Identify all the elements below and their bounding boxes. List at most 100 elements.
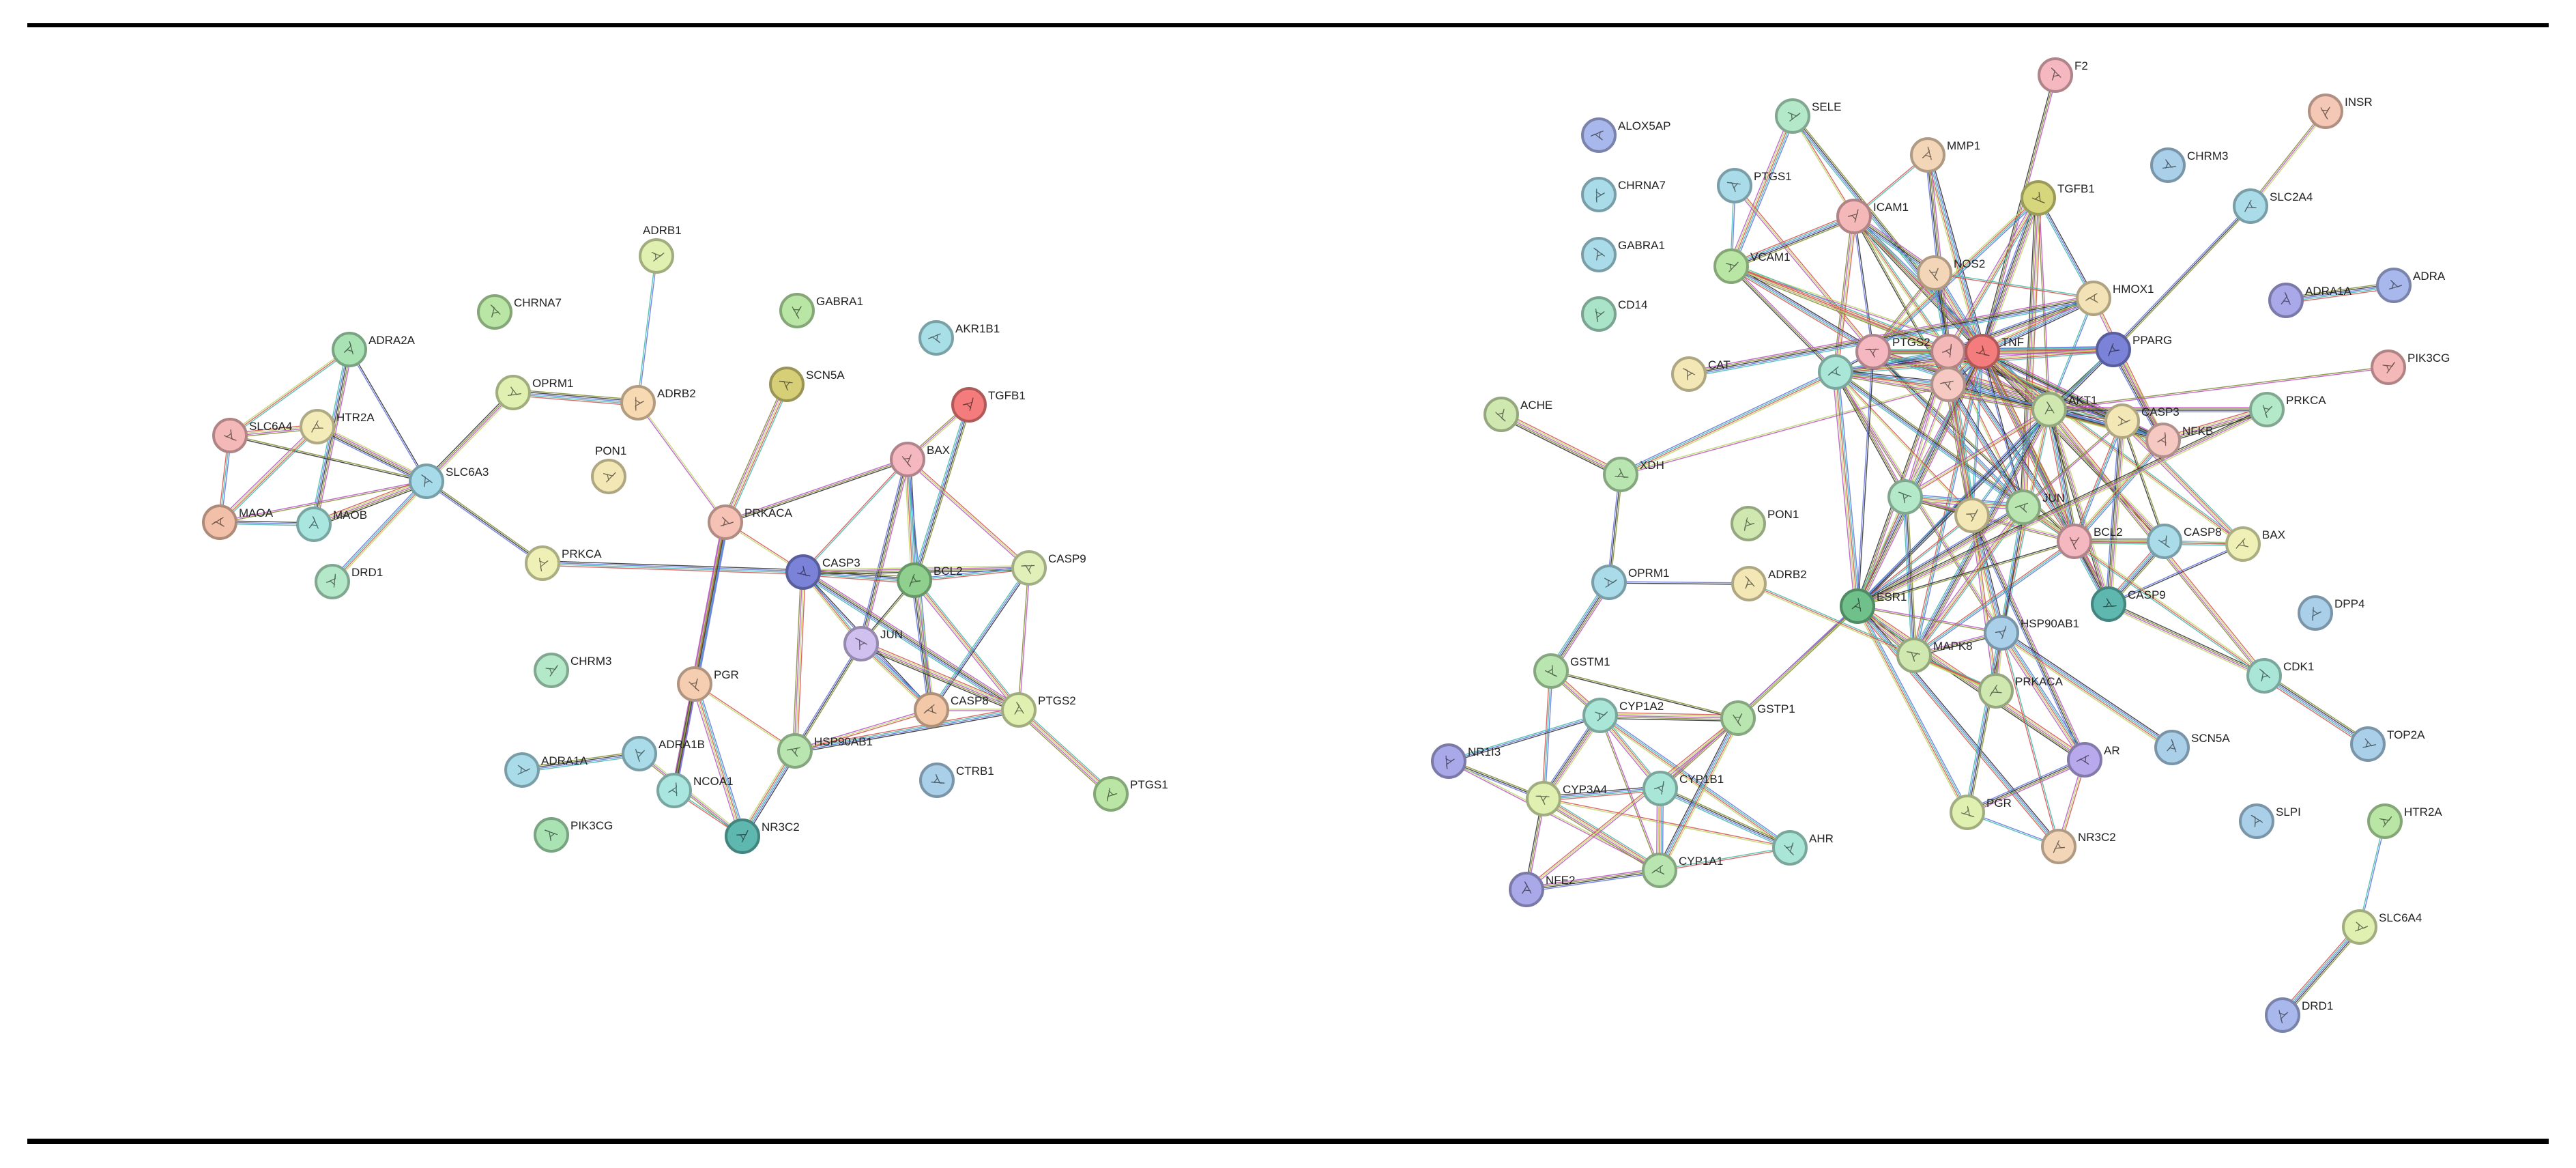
node-sele[interactable]: SELE	[1775, 98, 1841, 134]
node-scn5a[interactable]: SCN5A	[769, 367, 845, 402]
node-casp9[interactable]: CASP9	[1011, 550, 1086, 586]
node-nfe2l2[interactable]: NFE2	[1509, 872, 1575, 907]
node-adra1a[interactable]: ADRA1A	[2268, 283, 2352, 318]
node-maoa[interactable]: MAOA	[202, 504, 274, 540]
node-slc6a3[interactable]: SLC6A3	[409, 464, 489, 499]
node-pgr[interactable]: PGR	[677, 666, 739, 702]
node-gstp1[interactable]: GSTP1	[1720, 700, 1795, 736]
node-mmp1[interactable]: MMP1	[1910, 137, 1980, 173]
node-prkaca[interactable]: PRKACA	[708, 504, 793, 540]
node-drd1[interactable]: DRD1	[315, 564, 383, 599]
node-pparg[interactable]: PPARG	[2096, 332, 2172, 367]
node-bcl2[interactable]: BCL2	[2057, 524, 2123, 559]
node-alox5ap[interactable]: ALOX5AP	[1581, 117, 1671, 153]
node-prkca[interactable]: PRKCA	[2249, 392, 2326, 427]
node-ptgs1[interactable]: PTGS1	[1093, 776, 1168, 812]
node-akt1[interactable]: AKT1	[2031, 392, 2098, 427]
node-ptgs2[interactable]: PTGS2	[1855, 334, 1930, 369]
node-ahr[interactable]: AHR	[1772, 830, 1834, 866]
node-akr1b1[interactable]: AKR1B1	[918, 320, 1000, 356]
node-htr2a[interactable]: HTR2A	[2367, 803, 2442, 839]
node-ar[interactable]: AR	[2067, 742, 2120, 778]
node-cyp1a1[interactable]: CYP1A1	[1642, 853, 1723, 888]
node-jun[interactable]: JUN	[843, 626, 903, 661]
node-tnf[interactable]: TNF	[1965, 334, 2024, 369]
node-prkaca[interactable]: PRKACA	[1978, 673, 2064, 709]
node-oprm1[interactable]: OPRM1	[495, 375, 573, 410]
node-adra2a[interactable]: ADRA2A	[332, 332, 416, 367]
node-oprm1[interactable]: OPRM1	[1591, 565, 1669, 600]
node-nos2[interactable]: NOS2	[1917, 255, 1985, 291]
node-cyp1a2[interactable]: CYP1A2	[1582, 698, 1664, 733]
node-pgr[interactable]: PGR	[1950, 795, 2012, 830]
node-adrb2[interactable]: ADRB2	[1731, 566, 1807, 601]
node-bax[interactable]: BAX	[890, 442, 950, 477]
node-ptgs2[interactable]: PTGS2	[1001, 692, 1076, 728]
node-hmox1[interactable]: HMOX1	[2076, 281, 2154, 316]
node-chrna7[interactable]: CHRNA7	[477, 294, 562, 330]
node-nr1i3[interactable]: NR1I3	[1431, 743, 1501, 779]
node-dpp4[interactable]: DPP4	[2298, 595, 2364, 631]
node-slc6a4[interactable]: SLC6A4	[212, 418, 292, 453]
node-slc6a4[interactable]: SLC6A4	[2342, 909, 2422, 945]
node-vcam1[interactable]: VCAM1	[1713, 248, 1791, 284]
node-esr1[interactable]: ESR1	[1840, 588, 1907, 624]
node-il1b[interactable]	[1930, 367, 1966, 402]
node-pon1[interactable]: PON1	[1731, 506, 1799, 541]
node-chrm3[interactable]: CHRM3	[2150, 147, 2228, 183]
node-casp8[interactable]: CASP8	[914, 692, 989, 728]
node-maob[interactable]: MAOB	[296, 507, 367, 542]
node-adra1b[interactable]: ADRA1B	[622, 736, 705, 771]
node-gabra1[interactable]: GABRA1	[779, 293, 863, 328]
node-tgfb1[interactable]: TGFB1	[951, 387, 1026, 423]
node-prkca[interactable]: PRKCA	[525, 545, 602, 581]
node-casp9[interactable]: CASP9	[2091, 586, 2166, 622]
node-insr[interactable]: INSR	[2308, 94, 2373, 129]
node-hsp90ab1[interactable]: HSP90AB1	[1984, 615, 2079, 651]
node-drd1[interactable]: DRD1	[2265, 997, 2333, 1033]
node-adrb1[interactable]: ADRB1	[639, 224, 682, 274]
node-cdk1[interactable]: CDK1	[2246, 658, 2314, 694]
node-cd14[interactable]: CD14	[1581, 296, 1647, 332]
node-ache[interactable]: ACHE	[1484, 397, 1552, 432]
node-ptgs1[interactable]: PTGS1	[1717, 168, 1792, 203]
node-pon1[interactable]: PON1	[591, 444, 626, 494]
node-htr2a[interactable]: HTR2A	[300, 409, 375, 444]
node-chrm3[interactable]: CHRM3	[534, 653, 611, 688]
node-icam1[interactable]: ICAM1	[1836, 199, 1909, 234]
node-hsp90ab1[interactable]: HSP90AB1	[777, 733, 873, 769]
node-egfr[interactable]	[1954, 498, 1990, 533]
node-mapk1[interactable]	[1887, 479, 1923, 515]
node-casp8[interactable]: CASP8	[2147, 524, 2222, 559]
node-cyp1b1[interactable]: CYP1B1	[1642, 771, 1724, 806]
node-pik3cg[interactable]: PIK3CG	[2371, 350, 2450, 385]
node-adra1b[interactable]: ADRA	[2376, 268, 2446, 303]
node-gstm1[interactable]: GSTM1	[1533, 653, 1610, 689]
node-bax[interactable]: BAX	[2225, 526, 2285, 562]
node-casp3[interactable]: CASP3	[2104, 403, 2180, 439]
node-adra1a[interactable]: ADRA1A	[504, 752, 588, 788]
node-cat[interactable]: CAT	[1671, 356, 1731, 392]
node-bcl2[interactable]: BCL2	[897, 562, 963, 598]
node-ncoa1[interactable]: NCOA1	[656, 773, 734, 808]
node-nr3c2[interactable]: NR3C2	[725, 818, 800, 854]
node-adrb2[interactable]: ADRB2	[620, 385, 696, 421]
node-vegfa[interactable]	[1818, 354, 1853, 390]
node-gabra1[interactable]: GABRA1	[1581, 237, 1665, 272]
node-f2[interactable]: F2	[2038, 57, 2088, 93]
node-top2a[interactable]: TOP2A	[2350, 726, 2425, 762]
node-pik3cg[interactable]: PIK3CG	[534, 817, 613, 853]
node-scn5a[interactable]: SCN5A	[2154, 730, 2230, 765]
node-cyp3a4[interactable]: CYP3A4	[1526, 781, 1607, 816]
node-nfkb[interactable]: NFKB	[2145, 423, 2213, 458]
node-slc2a4[interactable]: SLC2A4	[2233, 188, 2313, 224]
node-tgfb1[interactable]: TGFB1	[2021, 180, 2095, 216]
node-nr3c2[interactable]: NR3C2	[2041, 829, 2116, 864]
node-xdh[interactable]: XDH	[1603, 457, 1664, 492]
node-jun[interactable]: JUN	[2006, 489, 2065, 525]
node-ctrb1[interactable]: CTRB1	[919, 763, 994, 798]
node-slpi[interactable]: SLPI	[2239, 803, 2301, 839]
node-mapk8[interactable]: MAPK8	[1896, 638, 1973, 673]
node-casp3[interactable]: CASP3	[785, 554, 860, 590]
node-chrna7[interactable]: CHRNA7	[1581, 177, 1666, 212]
